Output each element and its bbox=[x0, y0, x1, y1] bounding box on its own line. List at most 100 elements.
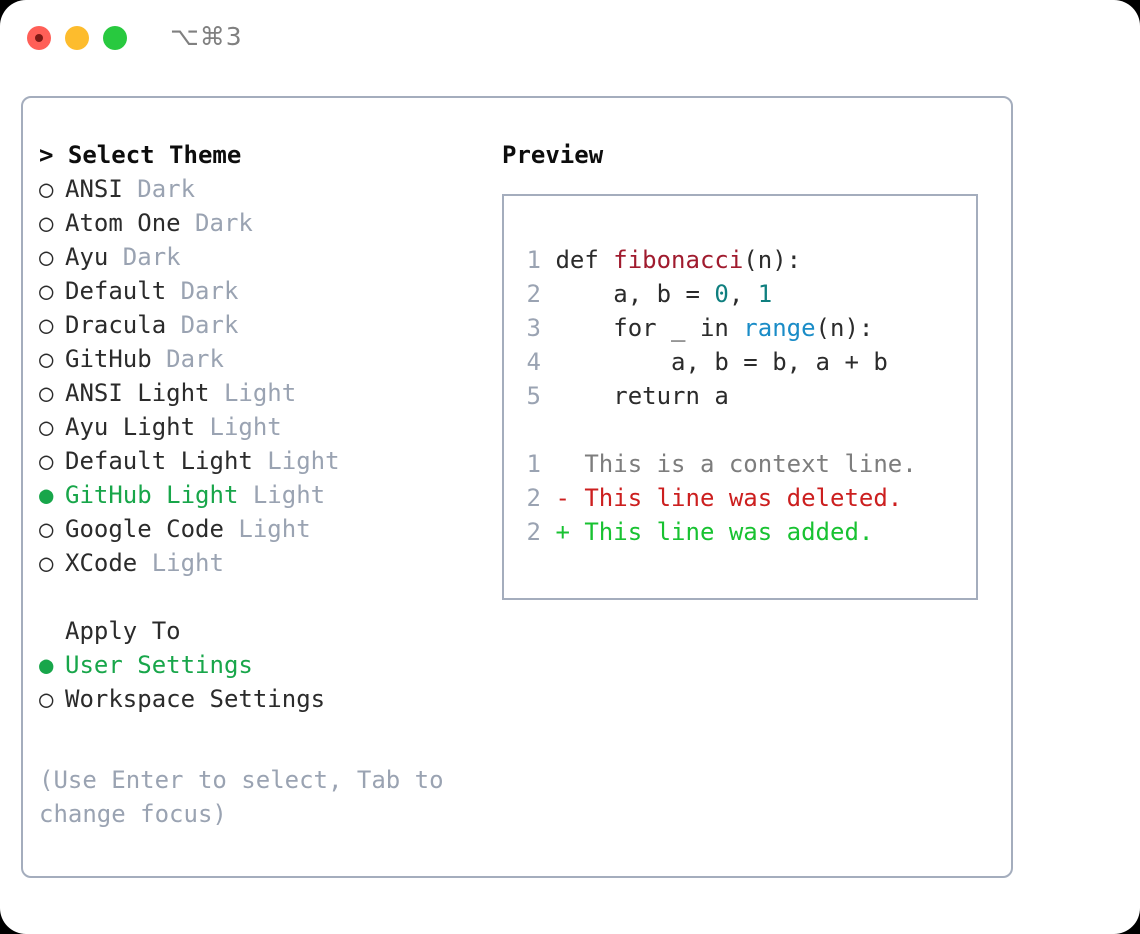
theme-list-item[interactable]: ○ANSI Light Light bbox=[39, 376, 489, 410]
theme-name: Dracula bbox=[65, 311, 167, 339]
theme-variant-tag: Dark bbox=[151, 345, 224, 373]
apply-to-label: Apply To bbox=[65, 617, 181, 645]
code-line: 4 a, b = b, a + b bbox=[521, 345, 970, 379]
code-token: 1 bbox=[757, 280, 773, 308]
apply-to-name: User Settings bbox=[65, 651, 253, 679]
radio-selected-icon: ● bbox=[39, 651, 54, 679]
code-token: (n): bbox=[743, 246, 802, 274]
radio-unselected-icon: ○ bbox=[39, 277, 54, 305]
diff-line: 1 This is a context line. bbox=[521, 447, 970, 481]
line-number: 1 bbox=[526, 246, 541, 274]
apply-to-list: ● User Settings ○ Workspace Settings bbox=[39, 648, 489, 716]
theme-name: Ayu bbox=[65, 243, 109, 271]
page-title: Select Theme bbox=[67, 141, 242, 169]
code-token: 0 bbox=[714, 280, 729, 308]
code-token: def bbox=[555, 246, 614, 274]
apply-to-item[interactable]: ○ Workspace Settings bbox=[39, 682, 489, 716]
radio-unselected-icon: ○ bbox=[39, 549, 54, 577]
theme-list-item[interactable]: ○ ANSI Dark bbox=[39, 172, 489, 206]
maximize-button[interactable] bbox=[103, 26, 127, 50]
code-token: fibonacci bbox=[613, 246, 744, 274]
theme-name: GitHub bbox=[65, 345, 152, 373]
theme-name: Default Light bbox=[65, 447, 253, 475]
radio-unselected-icon: ○ bbox=[39, 243, 54, 271]
theme-variant-tag: Dark bbox=[180, 209, 253, 237]
theme-list-item[interactable]: ○ Atom One Dark bbox=[39, 206, 489, 240]
radio-unselected-icon: ○ bbox=[39, 447, 54, 475]
theme-variant-tag: Light bbox=[223, 515, 311, 543]
theme-list: ○ ANSI Dark ○ Atom One Dark ○ Ayu Dark ○ Defaul… bbox=[39, 172, 489, 580]
code-token: a, b = b, a + b bbox=[555, 348, 888, 376]
theme-name: XCode bbox=[65, 549, 138, 577]
radio-unselected-icon: ○ bbox=[39, 345, 54, 373]
line-number: 2 bbox=[526, 280, 541, 308]
code-line: 1 def fibonacci(n): bbox=[521, 243, 970, 277]
apply-to-item[interactable]: ● User Settings bbox=[39, 648, 489, 682]
theme-variant-tag: Dark bbox=[122, 175, 196, 203]
theme-name: Google Code bbox=[65, 515, 224, 543]
theme-list-item[interactable]: ○ GitHub Dark bbox=[39, 342, 489, 376]
apply-to-name: Workspace Settings bbox=[65, 685, 326, 713]
theme-list-item[interactable]: ○ XCode Light bbox=[39, 546, 489, 580]
select-theme-header: > Select Theme bbox=[39, 138, 489, 172]
theme-list-item[interactable]: ○ Dracula Dark bbox=[39, 308, 489, 342]
line-number: 2 bbox=[526, 518, 541, 546]
radio-selected-icon: ● bbox=[39, 481, 54, 509]
theme-variant-tag: Light bbox=[238, 481, 326, 509]
theme-name: Ayu Light bbox=[65, 413, 196, 441]
code-line: 3 for _ in range(n): bbox=[521, 311, 970, 345]
theme-name: Default bbox=[65, 277, 167, 305]
theme-name: ANSI Light bbox=[65, 379, 210, 407]
radio-unselected-icon: ○ bbox=[39, 413, 54, 441]
theme-variant-tag: Light bbox=[252, 447, 340, 475]
theme-list-item[interactable]: ○ Ayu Dark bbox=[39, 240, 489, 274]
theme-variant-tag: Light bbox=[209, 379, 297, 407]
line-number: 1 bbox=[526, 450, 541, 478]
theme-variant-tag: Light bbox=[195, 413, 282, 441]
apply-to-section: Apply To ● User Settings ○ Workspace Settin… bbox=[39, 614, 489, 716]
minimize-button[interactable] bbox=[65, 26, 89, 50]
code-line: 5 return a bbox=[521, 379, 970, 413]
keyboard-hint: (Use Enter to select, Tab to change focu… bbox=[39, 766, 444, 828]
preview-title: Preview bbox=[502, 141, 604, 169]
line-number: 2 bbox=[526, 484, 541, 512]
code-token: return a bbox=[555, 382, 729, 410]
theme-name: Atom One bbox=[65, 209, 181, 237]
radio-unselected-icon: ○ bbox=[39, 175, 54, 203]
main-panel: > Select Theme ○ANSI Dark○Atom One Dark○… bbox=[21, 96, 1013, 878]
theme-list-item[interactable]: ● GitHub Light Light bbox=[39, 478, 489, 512]
theme-name: ANSI bbox=[65, 175, 123, 203]
code-token: , bbox=[728, 280, 758, 308]
theme-variant-tag: Dark bbox=[108, 243, 181, 271]
theme-variant-tag: Dark bbox=[166, 311, 239, 339]
radio-unselected-icon: ○ bbox=[39, 515, 54, 543]
line-number: 4 bbox=[526, 348, 541, 376]
theme-selection-column: > Select Theme ○ANSI Dark○Atom One Dark○… bbox=[39, 138, 489, 716]
radio-unselected-icon: ○ bbox=[39, 311, 54, 339]
radio-unselected-icon: ○ bbox=[39, 685, 54, 713]
diff-line: 2 - This line was deleted. bbox=[521, 481, 970, 515]
code-token: range bbox=[743, 314, 816, 342]
code-token: a, b = bbox=[555, 280, 715, 308]
diff-text: This is a context line. bbox=[555, 450, 917, 478]
diff-text: + This line was added. bbox=[555, 518, 874, 546]
theme-list-item[interactable]: ○ Default Light Light bbox=[39, 444, 489, 478]
code-token: (n): bbox=[815, 314, 874, 342]
theme-name: GitHub Light bbox=[65, 481, 239, 509]
theme-variant-tag: Dark bbox=[166, 277, 239, 305]
close-button[interactable] bbox=[27, 26, 51, 50]
theme-list-item[interactable]: ○ Ayu Light Light bbox=[39, 410, 489, 444]
preview-column: Preview 1 def fibonacci(n):2 a, b = 0, 1… bbox=[502, 138, 992, 600]
theme-list-item[interactable]: ○ Default Dark bbox=[39, 274, 489, 308]
theme-variant-tag: Light bbox=[137, 549, 224, 577]
diff-text: - This line was deleted. bbox=[555, 484, 903, 512]
theme-list-item[interactable]: ○ Google Code Light bbox=[39, 512, 489, 546]
radio-unselected-icon: ○ bbox=[39, 209, 54, 237]
line-number: 3 bbox=[526, 314, 541, 342]
title-bar: ⌥⌘3 bbox=[0, 0, 1140, 76]
code-line: 2 a, b = 0, 1 bbox=[521, 277, 970, 311]
diff-line: 2 + This line was added. bbox=[521, 515, 970, 549]
prompt-marker-icon: > bbox=[39, 141, 54, 169]
